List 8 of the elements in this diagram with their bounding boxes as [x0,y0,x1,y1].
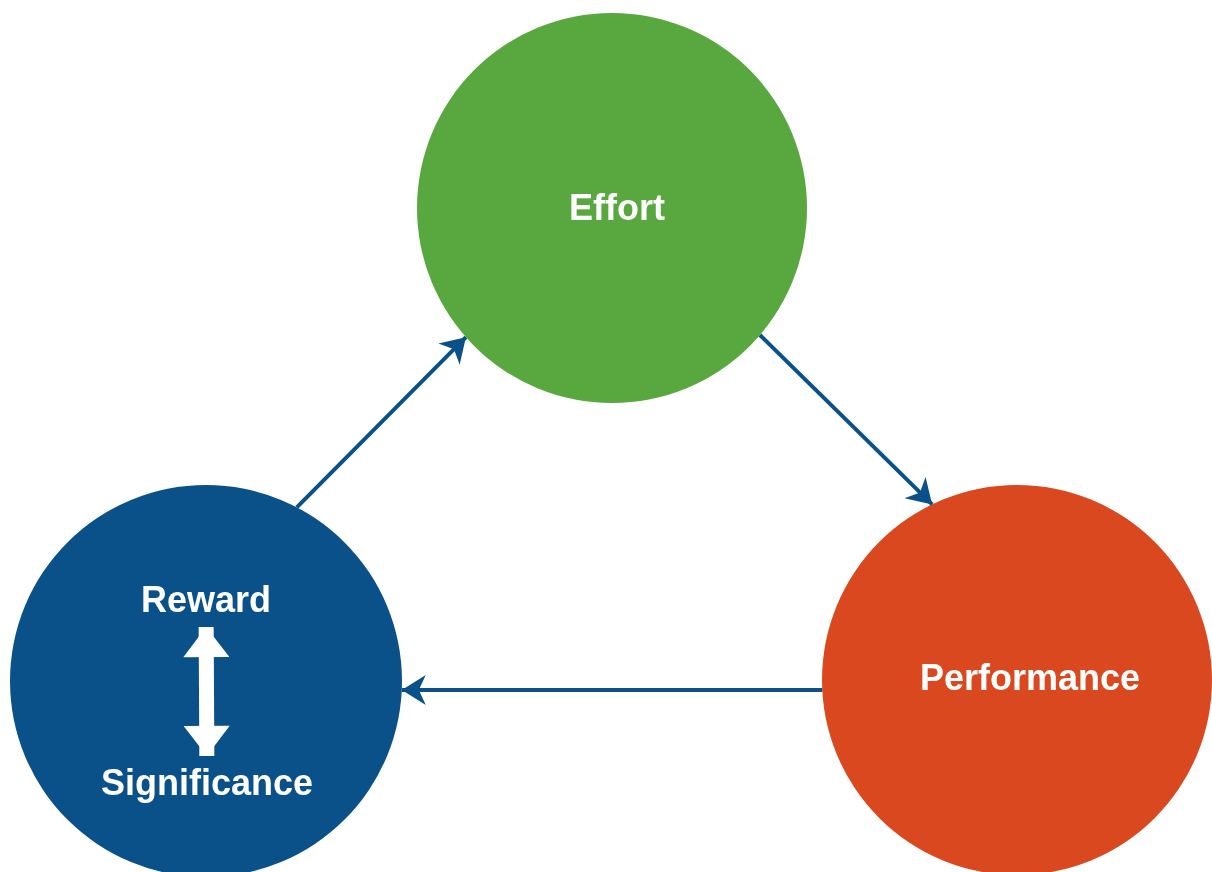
double-arrow [183,626,230,757]
arrow [295,335,468,509]
node-label: Performance [919,657,1141,699]
node-label: Reward [141,579,271,621]
node-label: Significance [100,762,314,804]
node-label: Effort [569,187,665,229]
arrow [758,333,934,506]
arrow [401,675,823,705]
